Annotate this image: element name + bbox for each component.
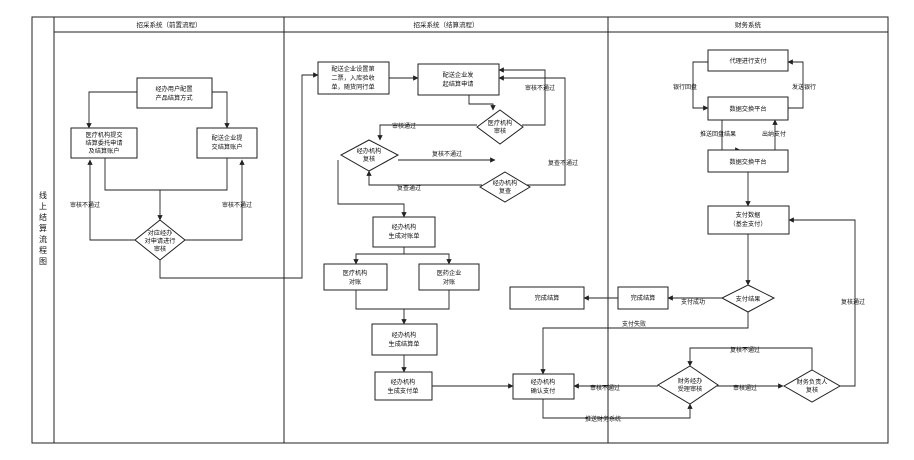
- svg-text:经办机构复核: 经办机构复核: [357, 147, 382, 163]
- decision-agency-recheck: 经办机构复核: [339, 139, 400, 172]
- node-agency-reconciliation-statement: 经办机构生成对账单: [372, 216, 436, 248]
- decision-finance-accept-review: 财务经办受理审核: [657, 365, 719, 405]
- node-data-exchange-lower: 数据交换平台: [707, 149, 789, 173]
- side-title-char: 流: [39, 234, 47, 244]
- decision-agency-review: 对应经办对申请进行审核: [134, 219, 186, 261]
- svg-text:对应经办对申请进行审核: 对应经办对申请进行审核: [145, 229, 176, 253]
- edge-label: 审核不通过: [222, 201, 252, 209]
- node-distributor-submit-account: 配送企业提交结算账户: [196, 127, 258, 159]
- svg-text:支付结果: 支付结果: [736, 295, 761, 303]
- swimlane-frame: [31, 16, 889, 444]
- svg-text:代理进行支付: 代理进行支付: [729, 57, 766, 65]
- side-title-char: 结: [39, 212, 47, 222]
- svg-text:经办机构生成结算单: 经办机构生成结算单: [389, 331, 420, 348]
- node-agency-confirm-payment: 经办机构确认支付: [512, 373, 575, 400]
- node-payment-data-fund: 支付数据（基金支付）: [707, 205, 790, 235]
- edge-label: 推送回盘结果: [700, 130, 736, 138]
- edge-label: 审核通过: [733, 384, 757, 392]
- svg-text:医疗机构对账: 医疗机构对账: [343, 269, 368, 286]
- edge-label: 审核不通过: [70, 201, 100, 209]
- edge-label: 银行回盘: [673, 83, 697, 91]
- edge-label: 复核不通过: [730, 346, 760, 354]
- svg-text:配送企业提交结算账户: 配送企业提交结算账户: [212, 134, 243, 151]
- edge-label: 复查不通过: [548, 159, 578, 167]
- side-title-char: 程: [39, 246, 47, 255]
- decision-payment-result: 支付结果: [720, 284, 776, 313]
- edges: [86, 59, 856, 419]
- svg-text:经办机构生成支付单: 经办机构生成支付单: [388, 378, 419, 395]
- node-config-settlement-method: 经办用户配置产品结算方式: [136, 77, 213, 109]
- node-distributor-second-invoice: 配送企业设置第二票，入库验收单，随货同行单: [317, 61, 390, 95]
- node-pharma-reconcile: 医药企业对账: [418, 263, 480, 291]
- node-agency-payment-order: 经办机构生成支付单: [374, 371, 433, 401]
- node-hospital-submit-request: 医疗机构提交结算委托申请及结算账户: [70, 127, 138, 159]
- decision-finance-manager-recheck: 财务负责人复核: [782, 369, 842, 403]
- svg-text:医疗机构提交结算委托申请及结算账户: 医疗机构提交结算委托申请及结算账户: [85, 131, 122, 155]
- side-title-char: 算: [39, 223, 47, 233]
- decision-hospital-review: 医疗机构审核: [476, 109, 524, 145]
- node-distributor-start-settlement: 配送企业发起结算申请: [417, 63, 500, 96]
- edge-label: 审核不通过: [590, 384, 620, 392]
- lane-header-pre-process: 招采系统（前置流程）: [137, 20, 202, 29]
- edge-labels: 审核不通过 审核不通过 审核不通过 审核通过 复核不通过 复查不通过 复查通过 …: [70, 83, 865, 423]
- svg-text:数据交换平台: 数据交换平台: [729, 105, 766, 113]
- edge-label: 推送财务系统: [585, 415, 621, 423]
- node-complete-settlement-right: 完成结算: [617, 286, 669, 310]
- svg-text:支付数据（基金支付）: 支付数据（基金支付）: [729, 211, 766, 228]
- edge-label: 复核通过: [841, 298, 865, 306]
- lane-header-settlement-process: 招采系统（结算流程）: [414, 20, 479, 29]
- node-complete-settlement-left: 完成结算: [509, 286, 585, 310]
- svg-text:完成结算: 完成结算: [631, 294, 656, 302]
- side-title-char: 上: [39, 202, 47, 211]
- svg-text:经办用户配置产品结算方式: 经办用户配置产品结算方式: [155, 85, 192, 102]
- node-hospital-reconcile: 医疗机构对账: [323, 263, 388, 291]
- svg-text:医疗机构审核: 医疗机构审核: [488, 119, 513, 135]
- edge-label: 审核通过: [392, 122, 416, 130]
- node-agent-payment: 代理进行支付: [707, 49, 789, 72]
- svg-text:经办机构复查: 经办机构复查: [493, 179, 518, 195]
- edge-label: 审核不通过: [525, 84, 555, 92]
- decision-agency-reinspect: 经办机构复查: [479, 171, 531, 203]
- svg-text:配送企业设置第二票，入库验收单，随货同行单: 配送企业设置第二票，入库验收单，随货同行单: [331, 65, 374, 91]
- side-title-char: 图: [39, 257, 47, 266]
- side-title-char: 线: [39, 190, 47, 200]
- svg-text:经办机构确认支付: 经办机构确认支付: [531, 378, 556, 395]
- edge-label: 支付成功: [681, 298, 705, 306]
- edge-label: 支付失败: [622, 320, 646, 328]
- side-title: 线 上 结 算 流 程 图: [39, 190, 47, 266]
- svg-text:数据交换平台: 数据交换平台: [729, 158, 766, 166]
- node-agency-settlement-statement: 经办机构生成结算单: [371, 323, 438, 356]
- svg-text:财务负责人复核: 财务负责人复核: [797, 378, 828, 394]
- node-data-exchange-upper: 数据交换平台: [707, 96, 789, 121]
- edge-label: 发送银行: [792, 83, 816, 91]
- svg-text:完成结算: 完成结算: [535, 294, 560, 302]
- svg-text:经办机构生成对账单: 经办机构生成对账单: [389, 223, 420, 240]
- edge-label: 出纳支付: [762, 130, 786, 138]
- lane-header-finance-system: 财务系统: [735, 20, 762, 29]
- edge-label: 复查通过: [397, 184, 421, 192]
- svg-text:财务经办受理审核: 财务经办受理审核: [678, 377, 703, 393]
- edge-label: 复核不通过: [432, 150, 462, 158]
- svg-text:医药企业对账: 医药企业对账: [437, 269, 462, 286]
- svg-text:配送企业发起结算申请: 配送企业发起结算申请: [443, 71, 474, 88]
